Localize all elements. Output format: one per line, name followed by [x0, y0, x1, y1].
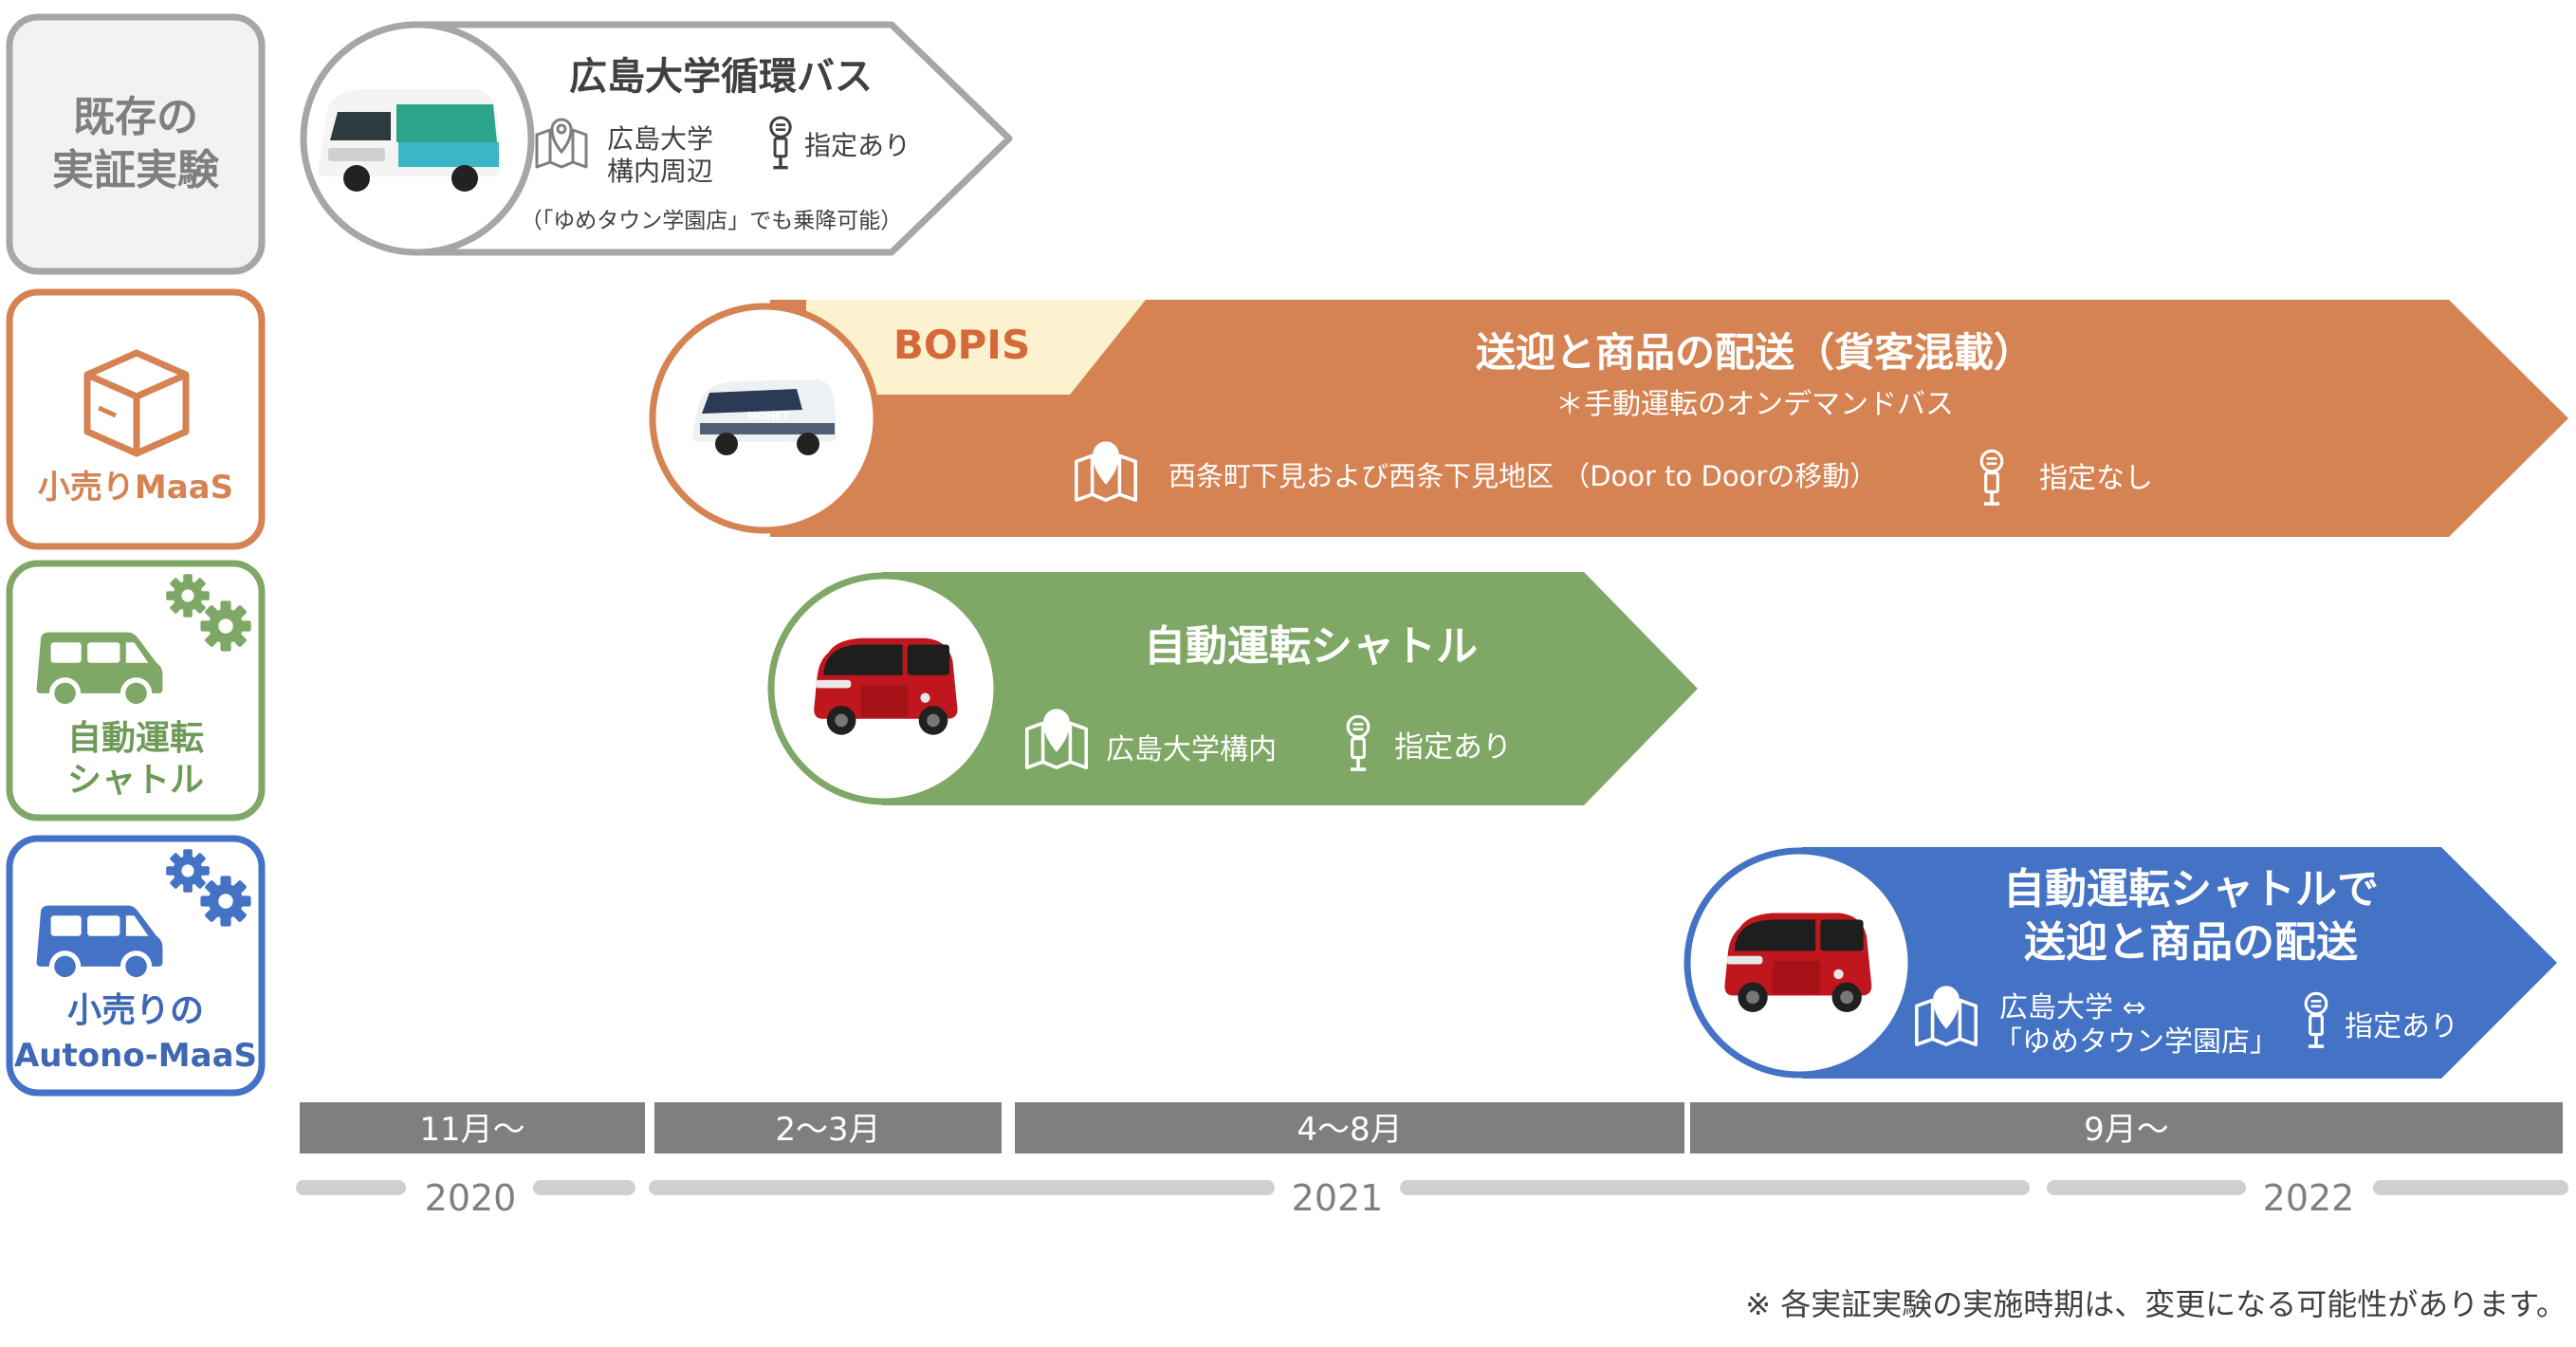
van-photo: MONET	[692, 379, 837, 455]
bopis-tag: BOPIS	[893, 322, 1030, 368]
bopis-tab	[806, 300, 1146, 395]
area-label: 広島大学構内	[1106, 733, 1277, 766]
month-label: 11月～	[419, 1111, 524, 1149]
footnote: ※ 各実証実験の実施時期は、変更になる可能性があります。	[1745, 1286, 2567, 1322]
month-label: 9月～	[2084, 1111, 2169, 1149]
year-label: 2021	[1292, 1177, 1384, 1219]
area-label-line2: 構内周辺	[607, 156, 713, 187]
category-label-line2: シャトル	[67, 761, 204, 800]
project-title: 自動運転シャトル	[1144, 622, 1478, 671]
month-label: 2～3月	[775, 1111, 880, 1149]
stop-label: 指定あり	[2345, 1010, 2458, 1043]
category-existing-panel: 既存の 実証実験	[6, 13, 266, 275]
gear-icon	[166, 574, 210, 618]
stop-label: 指定なし	[2039, 462, 2153, 495]
minibus-photo	[319, 89, 501, 192]
project-title-line1: 自動運転シャトルで	[2003, 865, 2379, 913]
retail-maas-arrow: BOPIS MONET 送迎と商品の配送（貨客混載） ＊手動運転のオンデマンドバ…	[649, 300, 2568, 537]
autono-maas-arrow: 自動運転シャトルで 送迎と商品の配送 広島大学 ⇔ 「ゆめタウン学園店」 指定あ…	[1684, 847, 2557, 1079]
category-label-line1: 小売りの	[67, 991, 204, 1030]
project-subtitle: ＊手動運転のオンデマンドバス	[1555, 388, 1954, 421]
gear-icon	[200, 600, 251, 652]
auto-shuttle-arrow: 自動運転シャトル 広島大学構内 指定あり	[767, 572, 1698, 805]
month-bar	[300, 1102, 645, 1153]
category-autono-maas-panel: 小売りの Autono-MaaS	[6, 835, 266, 1097]
area-label-line1: 広島大学 ⇔	[1999, 991, 2146, 1024]
category-label-line1: 自動運転	[67, 719, 204, 758]
category-retail-maas-panel: 小売りMaaS	[6, 288, 266, 550]
category-label: 小売りMaaS	[38, 469, 233, 507]
project-note: （「ゆめタウン学園店」でも乗降可能）	[521, 209, 903, 233]
project-title: 送迎と商品の配送（貨客混載）	[1476, 329, 2033, 376]
gear-icon	[166, 849, 210, 893]
month-bar	[654, 1102, 1002, 1153]
year-label: 2020	[425, 1177, 517, 1219]
vehicle-brand: MONET	[747, 410, 790, 422]
month-bar	[1690, 1102, 2563, 1153]
year-label: 2022	[2263, 1177, 2355, 1219]
area-label-line1: 広島大学	[607, 123, 713, 155]
campus-bus-arrow: 広島大学循環バス 広島大学 構内周辺 指定あり （「ゆめタウン学園店」でも乗降可…	[300, 21, 1013, 256]
area-label-line2: 「ゆめタウン学園店」	[1994, 1025, 2278, 1059]
category-label-line2: 実証実験	[52, 146, 220, 194]
category-label-line2: Autono-MaaS	[14, 1037, 257, 1075]
project-title: 広島大学循環バス	[569, 55, 873, 99]
month-bar	[1015, 1102, 1684, 1153]
timeline-years: 2020 2021 2022	[296, 1177, 2568, 1219]
stop-label: 指定あり	[1394, 730, 1512, 765]
area-label: 西条町下見および西条下見地区 （Door to Doorの移動）	[1168, 460, 1877, 492]
timeline-months: 11月～ 2～3月 4～8月 9月～	[300, 1102, 2563, 1153]
project-title-line2: 送迎と商品の配送	[2024, 918, 2358, 967]
category-auto-shuttle-panel: 自動運転 シャトル	[6, 560, 266, 821]
category-label-line1: 既存の	[73, 93, 198, 141]
box-icon	[83, 349, 190, 457]
gear-icon	[200, 876, 251, 927]
stop-label: 指定あり	[804, 130, 911, 161]
month-label: 4～8月	[1297, 1111, 1402, 1149]
